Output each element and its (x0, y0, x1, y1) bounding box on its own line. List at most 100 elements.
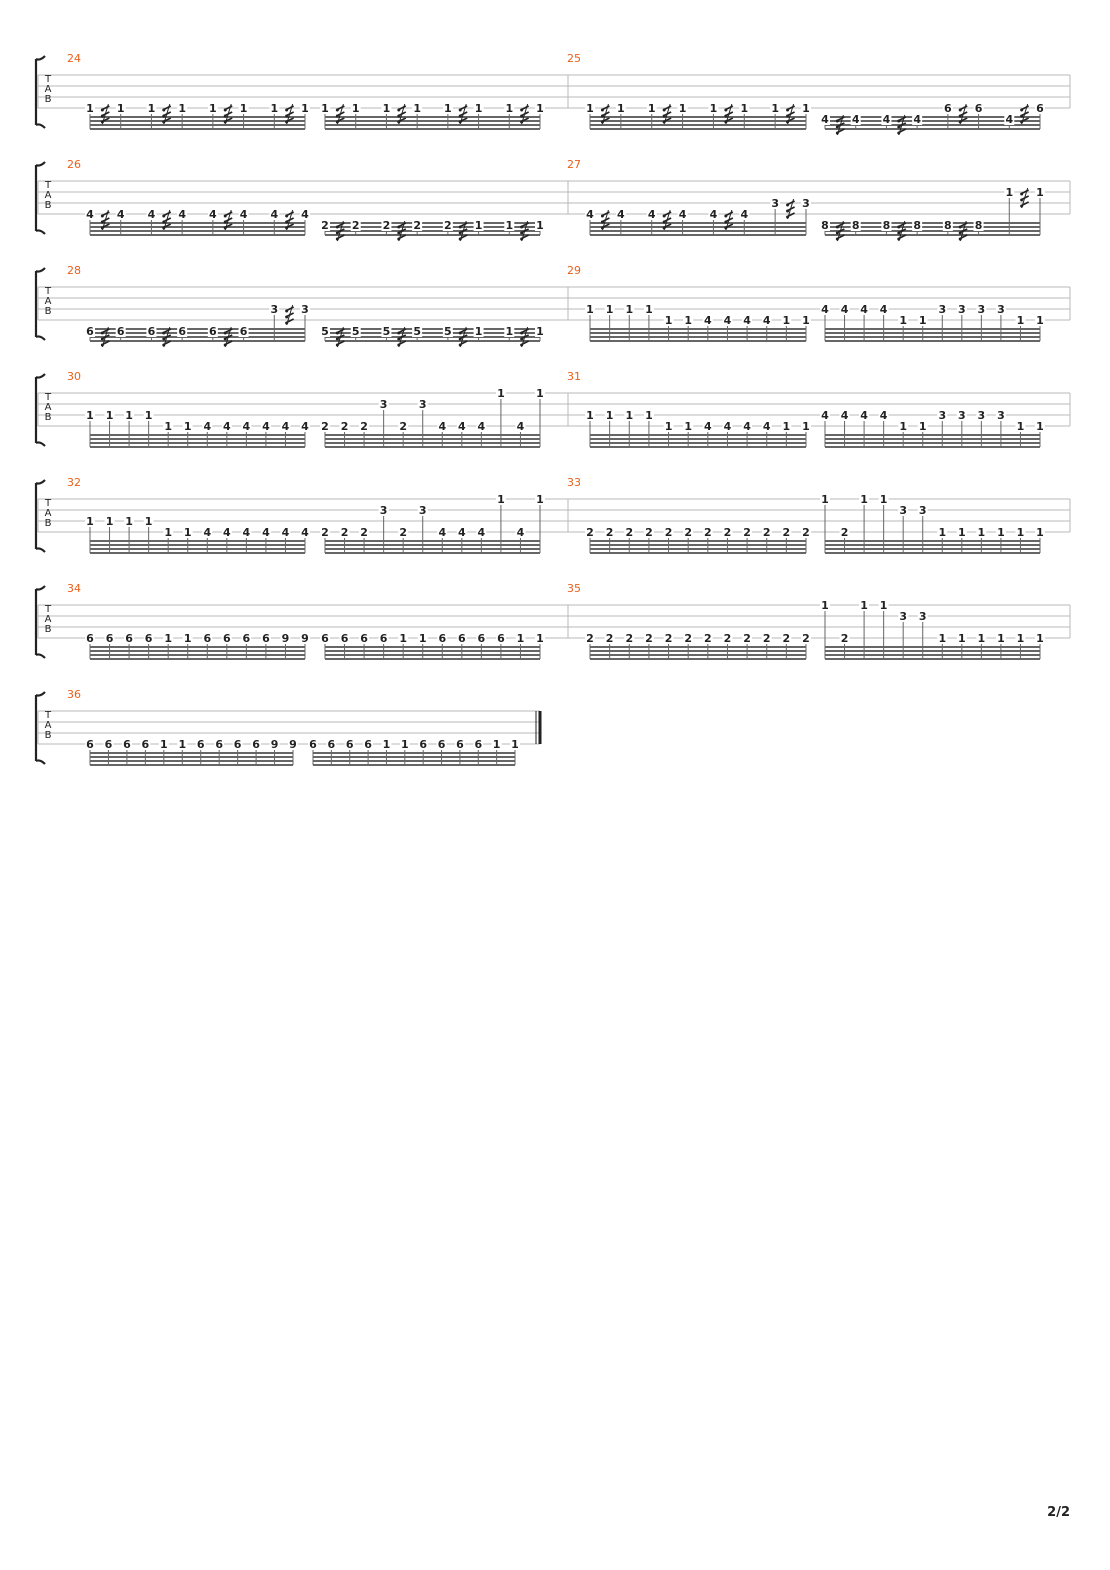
fret-backing (143, 632, 154, 644)
fret-number: 2 (321, 420, 329, 433)
fret-number: 2 (743, 526, 751, 539)
fret-backing (442, 102, 453, 114)
fret-number: 4 (243, 420, 251, 433)
fret-number: 4 (648, 208, 656, 221)
fret-backing (241, 632, 252, 644)
fret-number: 4 (148, 208, 156, 221)
fret-number: 4 (704, 314, 712, 327)
fret-number: 2 (704, 526, 712, 539)
fret-backing (995, 409, 1006, 421)
tab-clef-letter: A (45, 720, 52, 731)
fret-backing (300, 526, 310, 538)
fret-backing (456, 632, 467, 644)
fret-number: 2 (360, 526, 368, 539)
fret-backing (163, 526, 174, 538)
fret-backing (320, 325, 330, 337)
fret-number: 2 (399, 420, 407, 433)
fret-number: 1 (178, 102, 186, 115)
tremolo-slash (458, 103, 468, 125)
fret-backing (442, 219, 453, 231)
tremolo-slash (958, 220, 968, 242)
fret-backing (182, 526, 193, 538)
fret-backing (881, 113, 892, 125)
fret-number: 2 (704, 632, 712, 645)
fret-backing (1004, 186, 1015, 198)
fret-number: 6 (360, 632, 368, 645)
fret-backing (417, 632, 428, 644)
fret-backing (820, 409, 830, 421)
fret-backing (859, 599, 870, 611)
fret-number: 5 (321, 325, 329, 338)
fret-backing (1035, 102, 1045, 114)
tremolo-slash (100, 209, 110, 231)
fret-number: 6 (1036, 102, 1044, 115)
fret-backing (742, 314, 753, 326)
fret-number: 6 (364, 738, 372, 751)
fret-backing (956, 409, 967, 421)
fret-number: 4 (710, 208, 718, 221)
fret-backing (207, 102, 218, 114)
tremolo-slash (100, 326, 110, 348)
fret-backing (510, 738, 520, 750)
fret-backing (381, 102, 392, 114)
fret-backing (801, 102, 811, 114)
tremolo-slash (285, 304, 295, 326)
fret-number: 6 (474, 738, 482, 751)
fret-backing (339, 526, 350, 538)
fret-number: 1 (625, 409, 633, 422)
fret-backing (378, 504, 389, 516)
fret-backing (85, 208, 95, 220)
fret-backing (85, 515, 95, 527)
fret-backing (85, 738, 95, 750)
fret-number: 6 (478, 632, 486, 645)
tab-clef-letter: A (45, 402, 52, 413)
page-number: 2/2 (1047, 1505, 1070, 1520)
fret-backing (604, 526, 615, 538)
measure-number: 27 (567, 158, 581, 171)
fret-backing (937, 526, 948, 538)
fret-number: 4 (262, 420, 270, 433)
fret-backing (820, 599, 830, 611)
fret-number: 1 (919, 420, 927, 433)
tremolo-slash (162, 209, 172, 231)
fret-backing (436, 738, 447, 750)
fret-number: 2 (413, 219, 421, 232)
fret-number: 2 (444, 219, 452, 232)
fret-backing (643, 526, 654, 538)
fret-backing (535, 632, 545, 644)
fret-number: 2 (321, 526, 329, 539)
fret-backing (742, 632, 753, 644)
tab-clef-letter: T (44, 180, 52, 191)
fret-backing (585, 102, 595, 114)
fret-number: 4 (841, 303, 849, 316)
fret-backing (320, 632, 330, 644)
fret-number: 1 (880, 493, 888, 506)
fret-backing (646, 208, 657, 220)
fret-backing (839, 409, 850, 421)
tremolo-slash (335, 220, 345, 242)
fret-backing (643, 303, 654, 315)
fret-number: 1 (145, 515, 153, 528)
fret-number: 1 (1036, 186, 1044, 199)
fret-number: 1 (586, 102, 594, 115)
fret-backing (320, 102, 330, 114)
fret-backing (238, 102, 249, 114)
fret-number: 1 (493, 738, 501, 751)
fret-backing (604, 632, 615, 644)
fret-number: 1 (802, 314, 810, 327)
fret-number: 1 (536, 219, 544, 232)
fret-number: 6 (125, 632, 133, 645)
fret-number: 2 (625, 632, 633, 645)
tremolo-slash (100, 103, 110, 125)
fret-backing (417, 398, 428, 410)
fret-number: 5 (413, 325, 421, 338)
fret-backing (624, 303, 635, 315)
fret-backing (146, 102, 157, 114)
fret-number: 1 (821, 493, 829, 506)
fret-backing (820, 219, 830, 231)
fret-backing (473, 738, 484, 750)
fret-backing (761, 314, 772, 326)
fret-number: 3 (978, 303, 986, 316)
